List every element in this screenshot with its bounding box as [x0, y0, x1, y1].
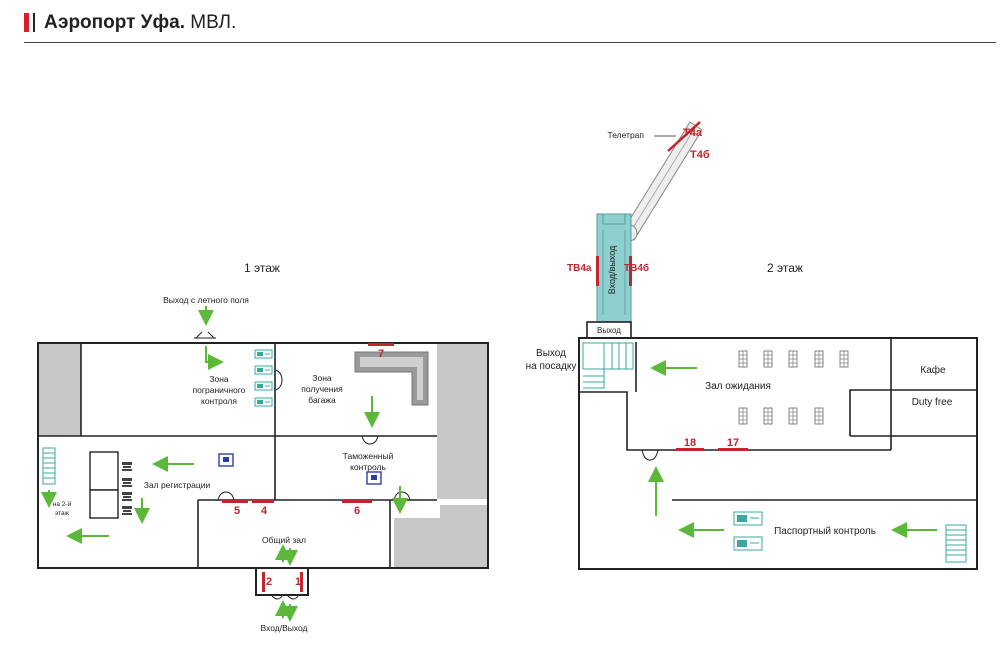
- door-icon[interactable]: [217, 491, 235, 501]
- passport-booth-icon: [254, 365, 273, 375]
- header: Аэропорт Уфа. МВЛ.: [0, 0, 1000, 46]
- zone-border-label: контроля: [201, 396, 237, 406]
- duty-free-label: Duty free: [912, 397, 953, 408]
- security-scanner-icon: [366, 471, 382, 485]
- passport-booth-icon: [733, 511, 763, 526]
- door-icon[interactable]: [194, 331, 216, 339]
- gate-17-label: 17: [727, 437, 739, 449]
- cafe-label: Кафе: [920, 364, 946, 376]
- zone-border-label: Зона: [209, 374, 229, 384]
- checkin-kiosk-icon: [122, 462, 132, 471]
- floor-1-title: 1 этаж: [244, 261, 280, 275]
- exit-small-label: Выход: [597, 326, 621, 335]
- gate-2-label: 2: [266, 576, 272, 588]
- passport-booth-icon: [254, 397, 273, 407]
- tv4b-label: ТВ4б: [624, 262, 649, 274]
- page-title: Аэропорт Уфа. МВЛ.: [44, 12, 237, 33]
- floor-2-title: 2 этаж: [767, 261, 803, 275]
- teletrap-label: Телетрап: [607, 130, 644, 140]
- zone-baggage-label: получения: [301, 384, 343, 394]
- arrow-icon: [41, 306, 408, 622]
- wall-block: [440, 505, 487, 519]
- gate-7-label: 7: [378, 348, 384, 360]
- passport-booth-icon: [733, 536, 763, 551]
- floor-1-plan: 1 этаж: [37, 261, 489, 633]
- checkin-kiosk-icon: [122, 492, 132, 501]
- checkin-kiosk-icon: [122, 478, 132, 487]
- door-icon[interactable]: [271, 595, 299, 600]
- second-floor-label: этаж: [55, 510, 70, 517]
- second-floor-label: на 2-й: [53, 500, 72, 508]
- zone-baggage-label: Зона: [312, 373, 332, 383]
- checkin-desk: [89, 451, 119, 491]
- gate-6-label: 6: [354, 505, 360, 517]
- zone-border-label: пограничного: [193, 385, 246, 395]
- stairs-icon: [42, 447, 56, 485]
- gate-18-label: 18: [684, 437, 696, 449]
- gate-18-marker: [676, 448, 704, 451]
- brand-divider: [33, 13, 35, 32]
- floor-2-plan: 2 этаж Телетрап Т4а Т4б ТВ4а ТВ4б Вход/в…: [526, 121, 978, 570]
- zone-baggage-label: багажа: [308, 395, 336, 405]
- t4a-label: Т4а: [683, 127, 703, 139]
- door-icon[interactable]: [641, 449, 659, 461]
- checkin-hall-label: Зал регистрации: [144, 480, 211, 490]
- customs-label: Таможенный: [343, 451, 394, 461]
- passport-booth-icon: [254, 349, 273, 359]
- gate-5-label: 5: [234, 505, 240, 517]
- stairs-icon: [945, 524, 967, 563]
- boarding-label: Выход: [536, 348, 566, 359]
- passport-booth-icon: [254, 381, 273, 391]
- checkin-kiosk-icon: [122, 506, 132, 515]
- gate-4-label: 4: [261, 505, 268, 517]
- jetbridge-in-out-label: Вход/выход: [607, 245, 617, 294]
- exit-airfield-label: Выход с летного поля: [163, 295, 249, 305]
- door-icon[interactable]: [361, 435, 379, 445]
- arrow-icon: [648, 360, 937, 538]
- checkin-desk: [89, 489, 119, 519]
- gate-markers: [222, 343, 394, 592]
- door-icon[interactable]: [275, 369, 283, 391]
- wall-block: [437, 344, 487, 499]
- gate-17-marker: [718, 448, 748, 451]
- common-hall-label: Общий зал: [262, 535, 306, 545]
- jetbridge: [596, 121, 703, 323]
- entrance-label: Вход/Выход: [260, 623, 307, 633]
- wall-block: [39, 344, 81, 436]
- brand-mark-icon: [24, 13, 29, 32]
- security-scanner-icon: [218, 453, 234, 467]
- waiting-hall-label: Зал ожидания: [705, 381, 771, 392]
- wall-block: [394, 518, 487, 567]
- gate-1-label: 1: [295, 576, 301, 588]
- tv4a-label: ТВ4а: [567, 263, 592, 274]
- customs-label: контроль: [350, 462, 386, 472]
- header-rule: [24, 42, 996, 43]
- passport-control-label: Паспортный контроль: [774, 526, 876, 537]
- boarding-label: на посадку: [526, 361, 577, 372]
- t4b-label: Т4б: [690, 149, 710, 161]
- stairs-icon: [582, 342, 634, 389]
